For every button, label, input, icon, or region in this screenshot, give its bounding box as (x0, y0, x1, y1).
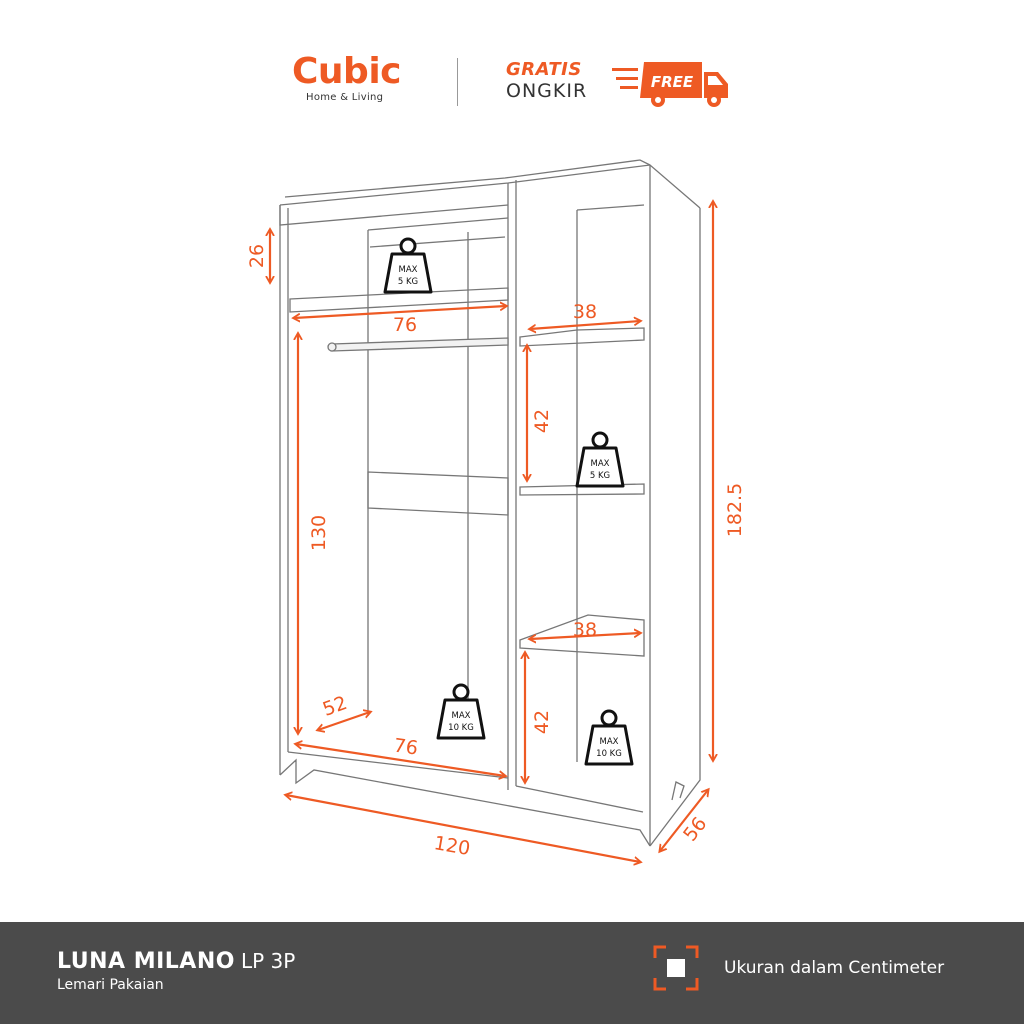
measure-frame-icon (653, 945, 699, 991)
wardrobe-outline (279, 159, 701, 847)
dim-bottom-depth: 52 (320, 692, 350, 721)
load-bottom-right-line1: MAX (600, 737, 619, 747)
load-top-line2: 5 KG (398, 277, 418, 287)
load-bottom-left-line1: MAX (452, 711, 471, 721)
product-type: Lemari Pakaian (57, 977, 164, 993)
dim-top-shelf-height: 26 (246, 244, 268, 268)
dim-bottom-width: 76 (392, 734, 419, 759)
dim-total-height: 182.5 (724, 483, 746, 537)
load-bottom-left-line2: 10 KG (448, 723, 474, 733)
load-side-line1: MAX (591, 459, 610, 469)
weight-icon: MAX 5 KG (575, 431, 625, 488)
dim-total-depth: 56 (679, 813, 711, 846)
free-shipping-promo: GRATIS ONGKIR (506, 59, 588, 103)
header-divider (457, 58, 458, 106)
dim-total-width: 120 (432, 832, 472, 860)
delivery-truck-icon: FREE (612, 62, 728, 107)
dim-top-shelf-width: 76 (393, 314, 417, 336)
dim-side-shelf-width-bottom: 38 (573, 619, 597, 641)
dim-side-compartment-height-upper: 42 (531, 409, 553, 433)
load-side-line2: 5 KG (590, 471, 610, 481)
brand-name: Cubic (292, 51, 402, 92)
dim-side-compartment-height-lower: 42 (531, 710, 553, 734)
product-name: LUNA MILANO (57, 949, 235, 974)
unit-note: Ukuran dalam Centimeter (724, 958, 945, 978)
load-top-line1: MAX (399, 265, 418, 275)
free-badge-label: FREE (651, 73, 694, 91)
promo-line-2: ONGKIR (506, 80, 588, 102)
wardrobe-dimension-drawing: 26 76 38 42 130 182.5 38 52 76 42 120 56… (246, 159, 746, 880)
product-code: LP 3P (240, 949, 296, 973)
dim-side-shelf-width-top: 38 (573, 301, 597, 323)
dim-hanging-height: 130 (308, 515, 330, 551)
weight-icon: MAX 10 KG (436, 683, 486, 740)
load-bottom-right-line2: 10 KG (596, 749, 622, 759)
brand-tagline: Home & Living (306, 92, 384, 103)
weight-icon: MAX 10 KG (584, 709, 634, 766)
brand-logo[interactable]: Cubic Home & Living (292, 51, 402, 104)
weight-icon: MAX 5 KG (383, 237, 433, 294)
header: Cubic Home & Living GRATIS ONGKIR FREE (0, 0, 1024, 130)
promo-line-1: GRATIS (506, 59, 582, 80)
